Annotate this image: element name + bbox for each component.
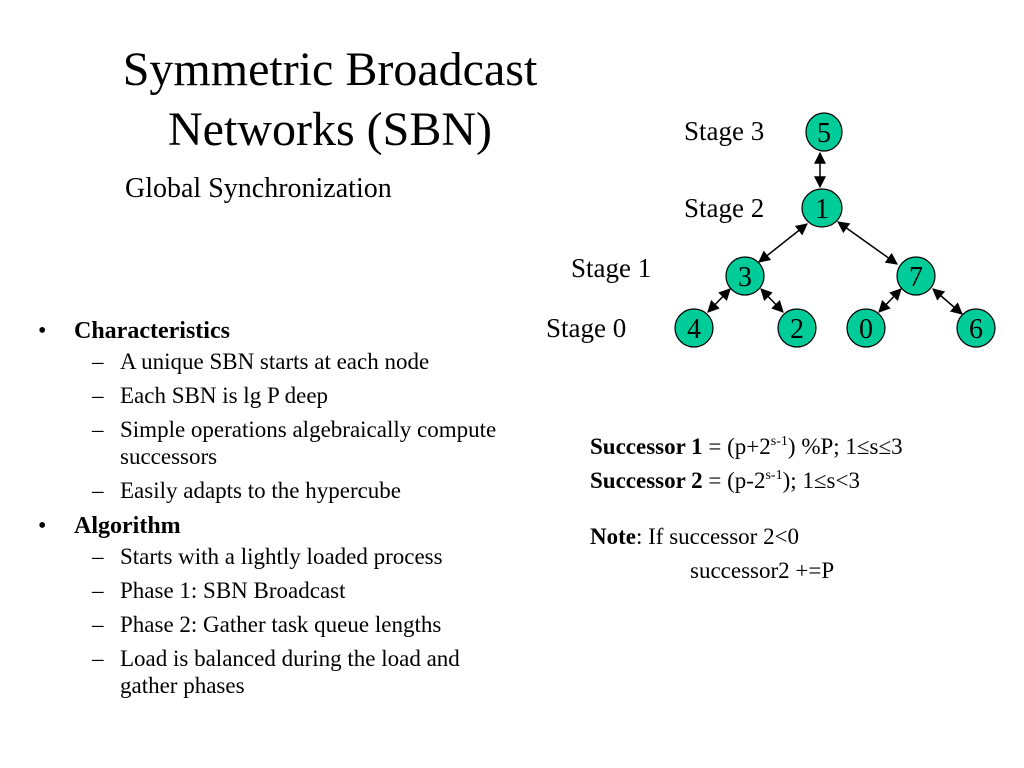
sub-item: Each SBN is lg P deep (74, 382, 534, 409)
sub-item: Phase 2: Gather task queue lengths (74, 611, 534, 638)
node-label: 2 (790, 314, 804, 345)
node-label: 5 (817, 118, 831, 149)
note-label: Note (590, 524, 636, 549)
node-stage2: 1 (801, 188, 843, 228)
formula-part: ) %P; 1≤s≤3 (787, 434, 903, 459)
sub-item: Starts with a lightly loaded process (74, 543, 534, 570)
tree-nodes: 5 1 3 7 4 2 0 6 (674, 112, 996, 348)
node-stage1-right: 7 (896, 256, 936, 296)
sub-item: A unique SBN starts at each node (74, 348, 534, 375)
node-label: 0 (859, 314, 873, 345)
node-label: 1 (815, 194, 829, 225)
exponent: s-1 (765, 468, 783, 483)
equals-sign: = (702, 468, 728, 493)
node-stage3: 5 (805, 112, 843, 152)
stage-3-label: Stage 3 (684, 116, 764, 146)
bullet-algorithm: Algorithm Starts with a lightly loaded p… (34, 511, 534, 699)
equals-sign: = (702, 434, 728, 459)
bullet-characteristics: Characteristics A unique SBN starts at e… (34, 316, 534, 504)
stage-2-label: Stage 2 (684, 193, 764, 223)
title-line-1: Symmetric Broadcast (122, 43, 538, 96)
successor-2-formula: Successor 2 = (p-2s-1); 1≤s<3 (590, 464, 903, 498)
node-label: 7 (909, 262, 923, 293)
note-continuation: successor2 +=P (690, 558, 835, 583)
spacer (590, 498, 903, 520)
stage-1-label: Stage 1 (571, 253, 651, 283)
sub-list: A unique SBN starts at each node Each SB… (74, 348, 534, 504)
slide-title: Symmetric Broadcast Networks (SBN) (60, 40, 600, 160)
title-line-2: Networks (SBN) (168, 103, 492, 156)
successor-1-formula: Successor 1 = (p+2s-1) %P; 1≤s≤3 (590, 430, 903, 464)
sub-item: Simple operations algebraically compute … (74, 416, 500, 470)
exponent: s-1 (770, 434, 788, 449)
node-label: 6 (969, 314, 983, 345)
note-text: : If successor 2<0 (635, 524, 800, 549)
bullet-label: Algorithm (74, 513, 181, 539)
bullet-list: Characteristics A unique SBN starts at e… (34, 316, 534, 706)
node-stage1-left: 3 (725, 256, 765, 296)
sub-list: Starts with a lightly loaded process Pha… (74, 543, 534, 699)
edge-7-0 (878, 288, 902, 313)
sub-item: Load is balanced during the load and gat… (74, 645, 500, 699)
successor-2-label: Successor 2 (590, 468, 703, 493)
edge-1-3 (758, 223, 808, 263)
formula-part: ); 1≤s<3 (782, 468, 860, 493)
slide-subtitle: Global Synchronization (125, 173, 392, 204)
edge-7-6 (932, 288, 963, 315)
edge-1-7 (837, 221, 898, 265)
node-stage0-d: 6 (956, 308, 996, 348)
edge-3-2 (760, 288, 784, 313)
tree-edges (707, 151, 963, 315)
node-stage0-b: 2 (777, 308, 817, 348)
sub-item: Easily adapts to the hypercube (74, 477, 534, 504)
node-stage0-a: 4 (674, 308, 714, 348)
sub-item: Phase 1: SBN Broadcast (74, 577, 534, 604)
bullet-label: Characteristics (74, 318, 230, 344)
formula-part: (p-2 (727, 468, 766, 493)
node-stage0-c: 0 (846, 308, 886, 348)
note-line: Note: If successor 2<0 (590, 520, 903, 554)
edge-3-4 (707, 288, 731, 313)
node-label: 4 (687, 314, 701, 345)
node-label: 3 (738, 262, 752, 293)
successor-formulas: Successor 1 = (p+2s-1) %P; 1≤s≤3 Success… (590, 430, 903, 588)
formula-part: (p+2 (727, 434, 771, 459)
successor-1-label: Successor 1 (590, 434, 703, 459)
stage-0-label: Stage 0 (546, 313, 626, 343)
